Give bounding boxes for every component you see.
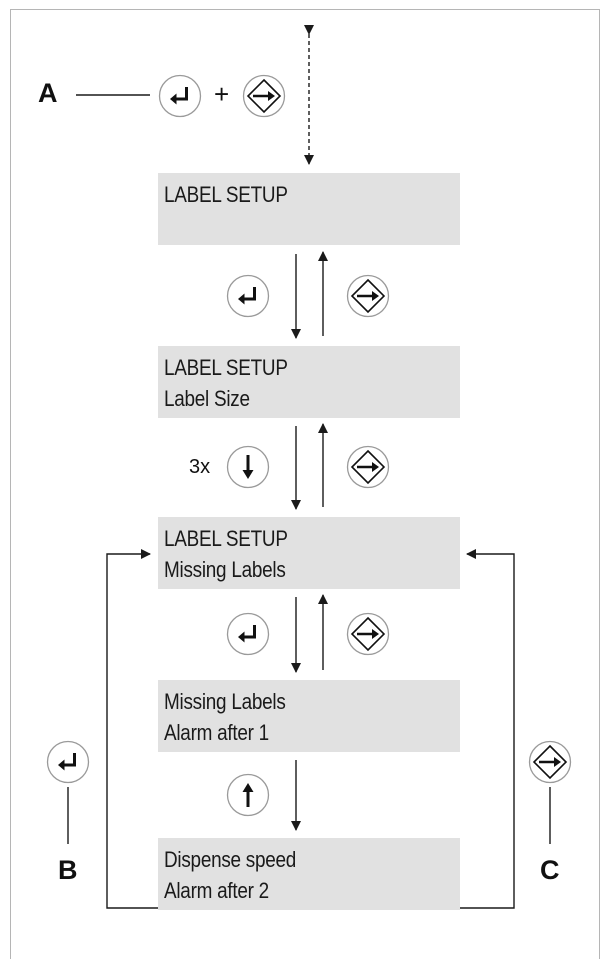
enter-key-icon (226, 274, 270, 318)
enter-key-icon (46, 740, 90, 784)
display-line-1: Missing Labels (164, 689, 286, 714)
display-label-size: LABEL SETUP Label Size (158, 346, 460, 418)
display-line-1: Dispense speed (164, 847, 297, 872)
mode-diamond-key-icon (346, 445, 390, 489)
display-line-2: Label Size (164, 386, 250, 411)
callout-b-label: B (58, 855, 78, 885)
up-arrow-key-icon (226, 773, 270, 817)
key-combo-plus: + (214, 79, 230, 109)
display-line-2 (164, 210, 419, 241)
display-label-setup: LABEL SETUP (158, 173, 460, 245)
display-line-1: LABEL SETUP (164, 182, 288, 207)
display-missing-labels: LABEL SETUP Missing Labels (158, 517, 460, 589)
display-line-2: Alarm after 2 (164, 878, 269, 903)
enter-key-icon (226, 612, 270, 656)
enter-key-icon (158, 74, 202, 118)
callout-c-label: C (540, 855, 560, 885)
display-line-1: LABEL SETUP (164, 526, 288, 551)
display-alarm-after-1: Missing Labels Alarm after 1 (158, 680, 460, 752)
display-line-1: LABEL SETUP (164, 355, 288, 380)
display-line-2: Missing Labels (164, 557, 286, 582)
display-dispense-speed: Dispense speed Alarm after 2 (158, 838, 460, 910)
diagram-frame (10, 9, 600, 959)
repeat-count-label: 3x (189, 456, 211, 478)
mode-diamond-key-icon (242, 74, 286, 118)
mode-diamond-key-icon (346, 612, 390, 656)
mode-diamond-key-icon (346, 274, 390, 318)
display-line-2: Alarm after 1 (164, 720, 269, 745)
down-arrow-key-icon (226, 445, 270, 489)
mode-diamond-key-icon (528, 740, 572, 784)
callout-a-label: A (38, 78, 58, 108)
